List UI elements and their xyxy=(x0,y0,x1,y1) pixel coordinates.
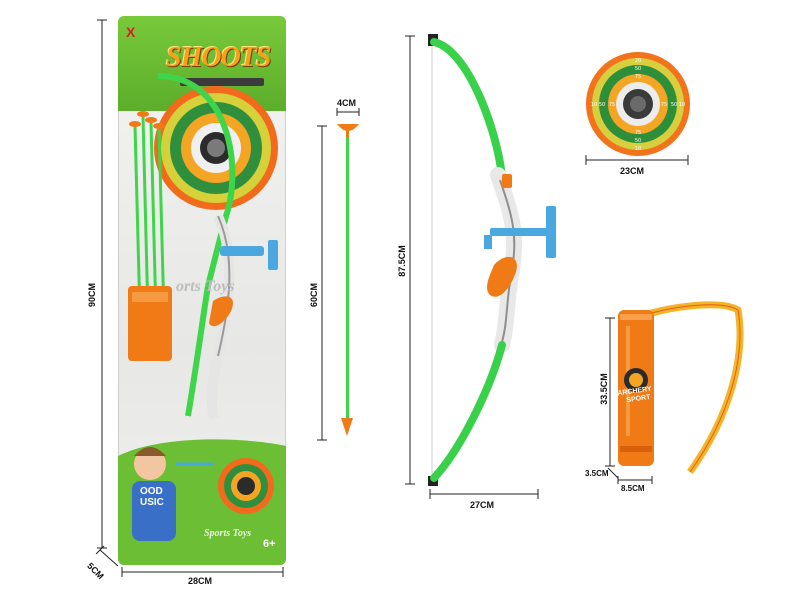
package-box: X SHOOTS xyxy=(118,16,286,565)
package-artwork xyxy=(118,73,286,565)
target-score-top: 20 xyxy=(635,58,641,64)
quiver-strap xyxy=(640,301,744,475)
age-badge: 6+ xyxy=(263,538,276,550)
shirt-text-line-2: USIC xyxy=(140,497,164,508)
corner-logo: X xyxy=(126,24,136,40)
package-sports-text-mid: orts Toys xyxy=(176,278,235,295)
brand-tagline-bar xyxy=(180,78,264,86)
shirt-text-line-1: OOD xyxy=(140,486,163,497)
bow-grip xyxy=(487,256,517,297)
bow-product xyxy=(428,34,556,486)
dim-package-width: 28CM xyxy=(188,576,213,586)
package-target xyxy=(154,86,278,210)
package-sports-text-bottom: Sports Toys xyxy=(204,528,252,539)
package-arrows xyxy=(133,115,166,317)
target-score-top-3: 75 xyxy=(635,74,641,80)
dim-quiver-depth: 3.5CM xyxy=(585,469,609,478)
package-quiver xyxy=(128,286,172,361)
target-product: 20 50 75 75 50 10 75 50 10 75 50 10 xyxy=(586,52,690,156)
dim-target-diameter: 23CM xyxy=(620,166,645,176)
package-bow-limb xyxy=(157,73,236,287)
bow-upper-limb xyxy=(430,38,506,184)
target-score-right: 75 xyxy=(661,102,667,108)
target-score-left: 75 xyxy=(609,102,615,108)
target-score-top-2: 50 xyxy=(635,66,641,72)
dim-package-height: 90CM xyxy=(87,282,98,308)
target-score-left-3: 10 xyxy=(591,102,597,108)
shirt-text: OOD USIC xyxy=(140,486,164,508)
bow-lower-limb xyxy=(430,341,506,482)
dim-bow-width: 27CM xyxy=(470,500,495,510)
bow-arrow-rest xyxy=(490,228,552,236)
arrow-product xyxy=(337,124,359,436)
target-score-bottom: 75 xyxy=(635,130,641,136)
target-score-left-2: 50 xyxy=(599,102,605,108)
brand-logo: SHOOTS xyxy=(166,42,271,73)
quiver-product xyxy=(618,301,744,475)
target-score-bottom-3: 10 xyxy=(635,146,641,152)
target-score-right-2: 50 xyxy=(671,102,677,108)
dim-quiver-height: 33.5CM xyxy=(598,373,609,405)
target-score-right-3: 10 xyxy=(679,102,685,108)
dim-quiver-width: 8.5CM xyxy=(621,484,645,493)
dim-bow-height: 87.5CM xyxy=(396,245,407,277)
dim-arrow-length: 60CM xyxy=(309,282,320,308)
target-score-bottom-2: 50 xyxy=(635,138,641,144)
dim-arrow-cup: 4CM xyxy=(337,98,357,108)
